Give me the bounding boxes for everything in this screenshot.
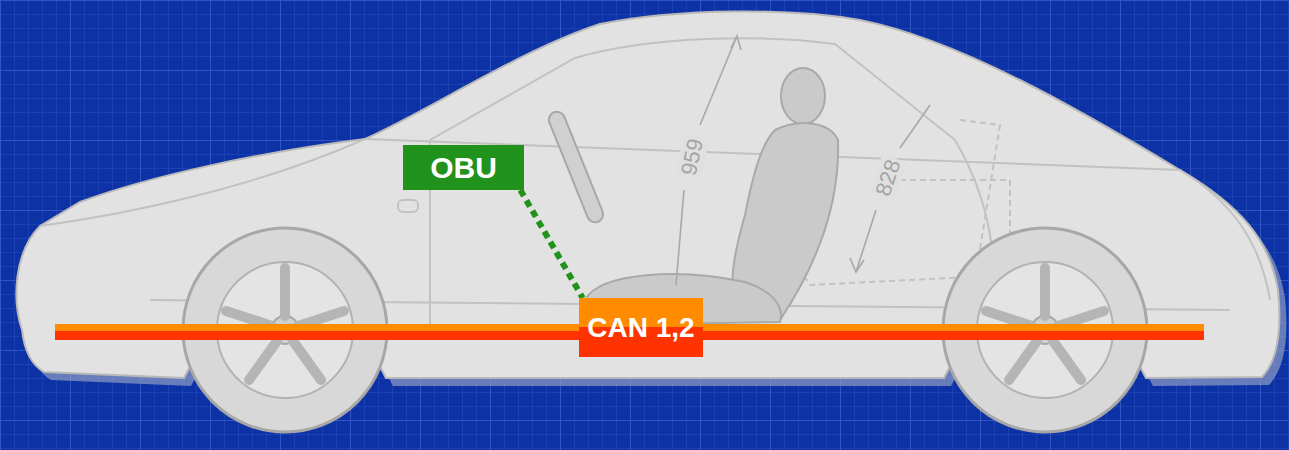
drawing-part [280,268,290,316]
dimension-label: 959 [675,134,709,179]
headrest [781,68,825,124]
dotted-connector [520,190,582,298]
dimension-line [676,190,684,285]
seat-belt [546,109,605,224]
dimension-lines [676,36,930,285]
rear-line [1180,170,1270,300]
dimension-line [700,36,737,125]
drawing-part [986,311,1032,326]
driver-seat [584,68,838,325]
window-line [430,38,955,140]
dimension-arrow [850,258,864,272]
drawing-part [226,311,272,326]
drawing-part [298,311,344,326]
door-handle [398,200,418,212]
hood-line [40,139,365,226]
dimension-arrow [731,36,741,50]
drawing-part [293,341,321,380]
dimension-line [856,210,876,272]
unit-box: OBU [403,145,524,190]
drawing-part [1058,311,1104,326]
node-label: OBU [430,151,497,185]
dimension-label: 828 [870,155,907,202]
node-label: CAN 1,2 [587,312,694,344]
drawing-part [1040,268,1050,316]
bus-box: CAN 1,2 [579,298,703,357]
dimension-line [900,105,930,148]
drawing-part [249,341,277,380]
drawing-part [1009,341,1037,380]
drawing-part [1053,341,1081,380]
